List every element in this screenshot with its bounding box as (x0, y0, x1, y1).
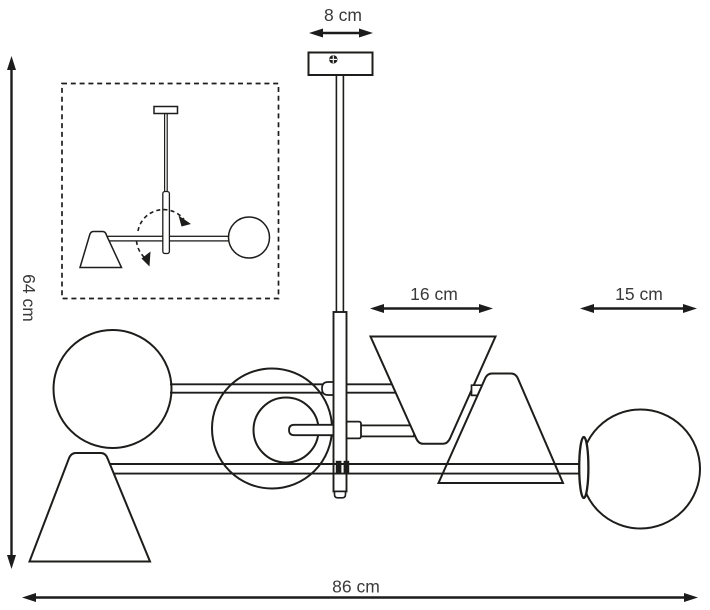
arm-lower-clamp-right (343, 460, 350, 475)
dimension-label-8cm: 8 cm (324, 5, 362, 25)
canopy-screw-cross (329, 55, 337, 64)
mini-sphere-shade (227, 216, 271, 259)
dimension-label-86cm: 86 cm (332, 577, 380, 597)
mini-ceiling-plate (153, 105, 179, 115)
cone-shade-left (28, 452, 152, 563)
arm-upper (170, 381, 399, 396)
dimension-label-64cm: 64 cm (19, 274, 39, 322)
dimension-total-height: 64 cm (7, 56, 39, 569)
dimension-label-16cm: 16 cm (410, 284, 458, 304)
inset-dashed-border (61, 82, 280, 300)
rotation-arrow-down-icon (135, 240, 151, 267)
cone-shade-up (368, 335, 498, 445)
dimension-cone-shade-width: 16 cm (370, 284, 493, 313)
sphere-right-socket (578, 435, 590, 500)
rod-bottom-cap (333, 490, 347, 499)
dimension-label-15cm: 15 cm (615, 284, 663, 304)
arm-lower (100, 460, 584, 475)
cone-shade-middle (436, 372, 565, 484)
vertical-rod (332, 73, 348, 499)
mini-cone-shade (78, 230, 123, 269)
sphere-shade-left (52, 329, 173, 449)
dimension-sphere-shade-width: 15 cm (580, 284, 697, 313)
sphere-shade-right (580, 408, 701, 530)
arm-upper-hub (321, 381, 335, 396)
rotation-inset (61, 82, 280, 300)
arm-middle (288, 420, 415, 440)
dimensions: 8 cm 64 cm 16 cm 15 cm 86 cm (7, 5, 698, 602)
dimension-total-width: 86 cm (22, 577, 698, 602)
rotation-arrow-up-icon (137, 208, 191, 232)
dimension-canopy-width: 8 cm (309, 5, 373, 38)
ceiling-canopy (307, 51, 374, 76)
arm-middle-hub (345, 420, 362, 440)
arm-middle-rod (288, 423, 335, 437)
lamp-drawing (28, 51, 701, 563)
mini-rod-lower-tube (162, 190, 171, 255)
rod-upper-thin (335, 73, 345, 316)
arm-lower-clamp-left (335, 460, 342, 475)
